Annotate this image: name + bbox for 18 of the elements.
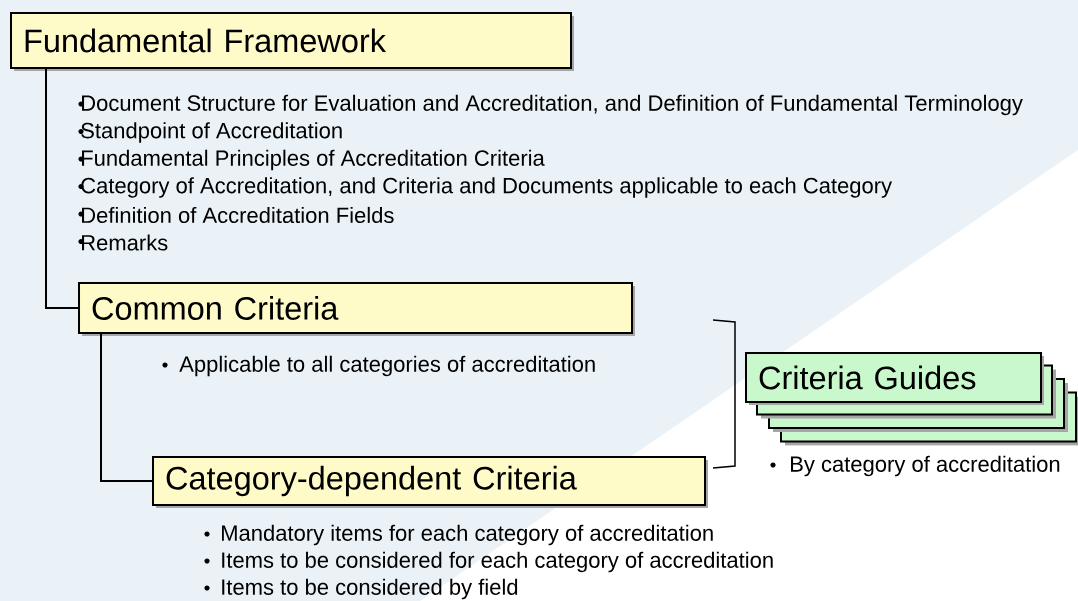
bullet-item: Fundamental Principles of Accreditation Criteria xyxy=(78,149,545,171)
stacked-cards: Criteria Guides xyxy=(745,352,1078,446)
bullet-item: Definition of Accreditation Fields xyxy=(78,206,394,224)
bullet-item: Category of Accreditation, and Criteria and Documents applicable to each Category xyxy=(78,177,892,198)
bullet-item: By category of accreditation xyxy=(770,455,1060,477)
bullet-item: Remarks xyxy=(78,234,168,251)
bullet-item: Items to be considered by field xyxy=(204,578,518,600)
bullet-item: Mandatory items for each category of accreditation xyxy=(204,524,713,546)
title-box: Category-dependent Criteria xyxy=(152,456,708,508)
node-label: Criteria Guides xyxy=(759,365,976,390)
bullet-item: Applicable to all categories of accreditation xyxy=(162,355,595,377)
bullet-item: Items to be considered for each category of accreditation xyxy=(204,551,773,573)
title-box: Fundamental Framework xyxy=(10,12,574,71)
connector-line xyxy=(45,68,79,309)
connector-line xyxy=(100,333,153,482)
title-box: Common Criteria xyxy=(78,282,635,336)
bullet-item: Document Structure for Evaluation and Accreditation, and Definition of Fundamental Terminology xyxy=(78,94,1023,116)
bullet-item: Standpoint of Accreditation xyxy=(78,122,342,143)
